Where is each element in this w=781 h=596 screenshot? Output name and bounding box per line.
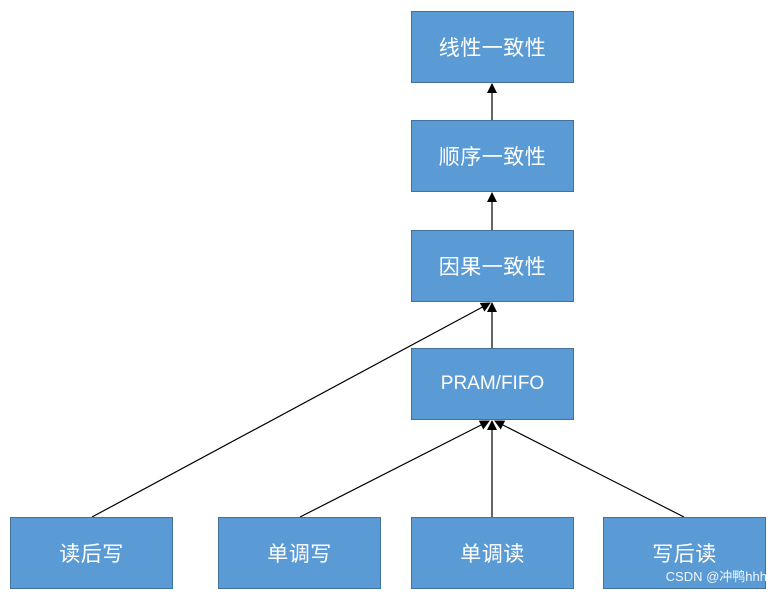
node-sequential-label: 顺序一致性: [438, 145, 547, 169]
node-linearizability-label: 线性一致性: [438, 36, 547, 60]
watermark: CSDN @冲鸭hhh: [665, 569, 767, 584]
node-monotonic-reads-label: 单调读: [460, 542, 525, 566]
node-causal-label: 因果一致性: [438, 255, 547, 279]
node-pram-fifo: PRAM/FIFO: [411, 348, 574, 420]
node-causal: 因果一致性: [411, 230, 574, 302]
node-monotonic-writes-label: 单调写: [267, 542, 332, 566]
node-monotonic-writes: 单调写: [218, 517, 381, 589]
edge-writes-follow-reads-to-pram: [494, 420, 685, 518]
node-linearizability: 线性一致性: [411, 11, 574, 83]
node-sequential: 顺序一致性: [411, 120, 574, 192]
edge-read-your-writes-to-causal: [91, 302, 491, 518]
node-read-your-writes: 读后写: [10, 517, 173, 589]
node-read-your-writes-label: 读后写: [59, 542, 124, 566]
node-writes-follow-reads-label: 写后读: [652, 542, 717, 566]
node-writes-follow-reads: 写后读: [603, 517, 766, 589]
node-monotonic-reads: 单调读: [411, 517, 574, 589]
edge-monotonic-writes-to-pram: [299, 420, 490, 518]
node-pram-fifo-label: PRAM/FIFO: [440, 373, 545, 394]
